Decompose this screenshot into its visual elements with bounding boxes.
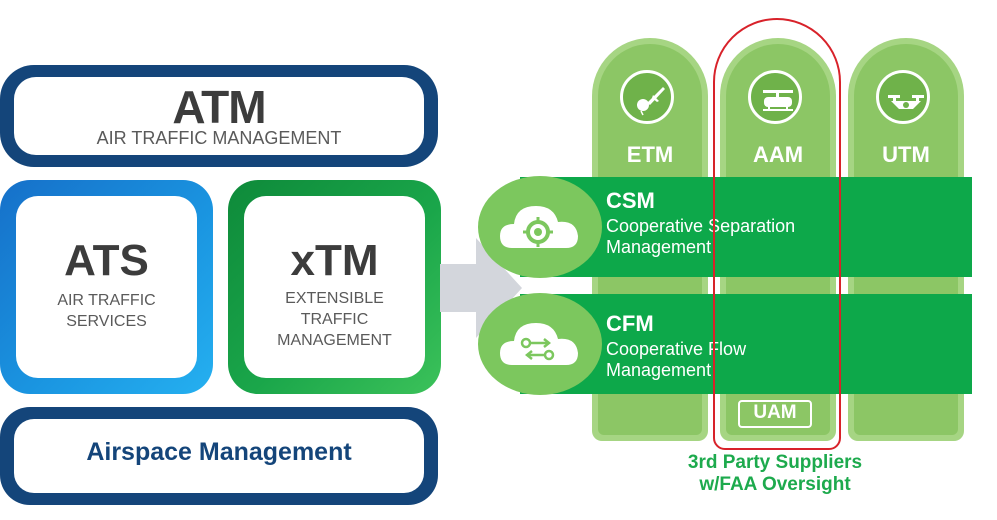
xtm-subtitle-line3: MANAGEMENT bbox=[277, 332, 392, 349]
ats-subtitle-line2: SERVICES bbox=[66, 313, 147, 330]
suppliers-line1: 3rd Party Suppliers bbox=[687, 452, 863, 473]
xtm-subtitle-line2: TRAFFIC bbox=[300, 311, 369, 328]
pillar-label-aam: AAM bbox=[752, 142, 804, 167]
xtm-subtitle: EXTENSIBLE TRAFFIC MANAGEMENT bbox=[228, 288, 441, 351]
cfm-text-line1: Cooperative Flow bbox=[606, 339, 747, 359]
airspace-label: Airspace Management bbox=[86, 438, 352, 466]
atm-box bbox=[0, 65, 438, 167]
suppliers-line2: w/FAA Oversight bbox=[699, 474, 851, 495]
drone-icon bbox=[876, 70, 930, 124]
cfm-text: Cooperative Flow Management bbox=[606, 339, 746, 381]
pillar-label-utm: UTM bbox=[882, 142, 930, 167]
cfm-title: CFM bbox=[606, 311, 654, 336]
csm-text-line2: Management bbox=[606, 237, 712, 257]
atm-subtitle: AIR TRAFFIC MANAGEMENT bbox=[96, 128, 342, 148]
right-arrow-icon bbox=[440, 238, 522, 338]
csm-circle bbox=[478, 176, 602, 278]
csm-title: CSM bbox=[606, 188, 655, 213]
cfm-text-line2: Management bbox=[606, 360, 712, 380]
xtm-box bbox=[228, 180, 441, 394]
atm-title: ATM bbox=[172, 81, 266, 133]
gear-cloud-icon bbox=[500, 206, 578, 248]
flow-cloud-icon bbox=[500, 323, 578, 365]
csm-text: Cooperative Separation Management bbox=[606, 216, 795, 258]
ats-subtitle-line1: AIR TRAFFIC bbox=[57, 292, 156, 309]
xtm-subtitle-line1: EXTENSIBLE bbox=[285, 290, 384, 307]
pillar-label-etm: ETM bbox=[626, 142, 674, 167]
aam-highlight-outline bbox=[713, 18, 841, 450]
cfm-circle bbox=[478, 293, 602, 395]
xtm-title: xTM bbox=[290, 236, 379, 285]
suppliers-caption: 3rd Party Suppliers w/FAA Oversight bbox=[640, 452, 910, 496]
csm-text-line1: Cooperative Separation bbox=[606, 216, 796, 236]
ats-title: ATS bbox=[64, 236, 149, 285]
ats-box bbox=[0, 180, 213, 394]
ats-subtitle: AIR TRAFFIC SERVICES bbox=[0, 290, 213, 332]
balloon-plane-icon bbox=[620, 70, 674, 124]
airspace-box bbox=[0, 407, 438, 505]
